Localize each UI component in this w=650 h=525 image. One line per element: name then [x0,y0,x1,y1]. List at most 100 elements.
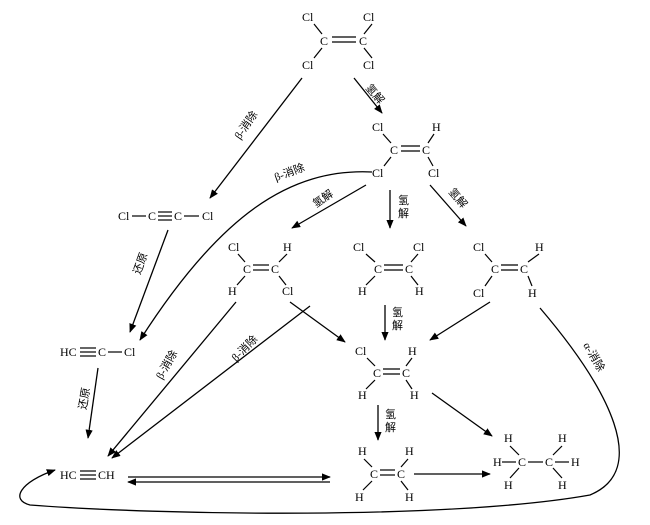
label-alpha-elimination: α-消除 [580,340,608,374]
molecule-trichloroethylene: Cl H C C Cl Cl [372,120,441,180]
label-hydrogenolysis-char: 氢 [398,193,409,207]
arrow-trans-dce-to-acetylene [107,301,237,457]
label-reductive: 还原 [131,251,151,276]
arrow-11-dce-to-vc [429,301,491,341]
atom-cl: Cl [302,10,314,24]
arrow-tce-to-chloroacetylene [139,171,373,341]
reaction-arrows [19,77,620,514]
atom-h: H [410,388,419,402]
arrow-cis-dce-to-acetylene [111,305,311,459]
label-hydrogenolysis-char: 解 [392,318,403,332]
atom-c: C [148,209,156,223]
atom-c: C [98,345,106,359]
atom-h: H [405,444,414,458]
molecule-ethylene: H H C C H H [355,444,414,504]
label-beta-elimination: β-消除 [272,160,306,184]
molecule-ethane: H H H C C H H H [493,431,580,492]
atom-cl: Cl [363,58,375,72]
atom-hc: HC [60,468,77,482]
label-hydrogenolysis-char: 氢 [392,305,403,319]
atom-c: C [359,34,367,48]
atom-hc: HC [60,345,77,359]
molecule-chloroacetylene: HC C Cl [60,345,136,359]
atom-c: C [397,467,405,481]
label-hydrogenolysis: 氢解 [363,81,388,107]
atom-c: C [520,262,528,276]
atom-h: H [432,120,441,134]
arrow-trans-dce-to-vc [289,301,346,343]
molecule-vinyl-chloride: Cl H C C H H [355,344,419,402]
atom-c: C [518,455,526,469]
atom-h: H [558,431,567,445]
atom-h: H [558,478,567,492]
label-hydrogenolysis: 氢解 [310,186,336,210]
atom-h: H [504,478,513,492]
arrow-tce-to-11-dce [429,184,467,227]
arrow-dca-to-chloroacetylene [129,229,169,333]
atom-cl: Cl [124,345,136,359]
atom-c: C [545,455,553,469]
atom-h: H [408,344,417,358]
atom-h: H [504,431,513,445]
atom-c: C [374,262,382,276]
atom-c: C [271,262,279,276]
molecule-cis-dichloroethylene: Cl Cl C C H H [353,240,425,298]
atom-c: C [370,467,378,481]
atom-h: H [358,444,367,458]
label-beta-elimination: β-消除 [152,347,180,381]
atom-h: H [528,286,537,300]
arrow-chloroacetylene-to-acetylene [85,367,99,439]
label-beta-elimination: β-消除 [231,108,260,142]
molecule-1-1-dichloroethylene: Cl H C C Cl H [473,240,544,300]
atom-cl: Cl [228,240,240,254]
label-reductive: 还原 [76,387,93,411]
atom-cl: Cl [282,284,294,298]
atom-cl: Cl [372,166,384,180]
atom-h: H [535,240,544,254]
atom-cl: Cl [302,58,314,72]
arrow-tce-to-trans-dce [291,184,367,229]
arrow-vc-to-ethane [431,392,493,437]
atom-c: C [320,34,328,48]
molecule-dichloroacetylene: Cl C C Cl [118,209,214,223]
atom-cl: Cl [473,286,485,300]
atom-c: C [491,262,499,276]
label-hydrogenolysis-char: 解 [398,206,409,220]
atom-h: H [283,240,292,254]
arrow-11-dce-to-acetylene-alpha [19,307,620,514]
label-hydrogenolysis-char: 氢 [385,407,396,421]
atom-c: C [402,366,410,380]
atom-h: H [358,284,367,298]
arrow-pce-to-tce [353,77,383,114]
atom-cl: Cl [413,240,425,254]
molecule-tetrachloroethylene: Cl Cl C C Cl Cl [302,10,375,72]
molecule-trans-dichloroethylene: Cl H C C H Cl [228,240,294,298]
atom-cl: Cl [202,209,214,223]
reaction-labels: 氢解 β-消除 β-消除 氢解 氢 解 氢解 还原 氢 解 β-消除 β-消除 … [76,81,608,434]
atom-h: H [415,284,424,298]
atom-cl: Cl [363,10,375,24]
atom-h: H [355,490,364,504]
atom-c: C [422,143,430,157]
atom-cl: Cl [355,344,367,358]
atom-ch: CH [98,468,115,482]
atom-cl: Cl [428,166,440,180]
atom-cl: Cl [372,120,384,134]
atom-cl: Cl [118,209,130,223]
atom-c: C [174,209,182,223]
atom-h: H [571,455,580,469]
atom-h: H [493,455,502,469]
atom-c: C [373,366,381,380]
atom-c: C [243,262,251,276]
atom-h: H [405,490,414,504]
atom-h: H [228,284,237,298]
atom-c: C [390,143,398,157]
atom-c: C [405,262,413,276]
label-hydrogenolysis-char: 解 [385,420,396,434]
molecule-acetylene: HC CH [60,468,115,482]
atom-h: H [358,388,367,402]
atom-cl: Cl [473,240,485,254]
atom-cl: Cl [353,240,365,254]
arrow-pce-to-dca [209,77,303,199]
